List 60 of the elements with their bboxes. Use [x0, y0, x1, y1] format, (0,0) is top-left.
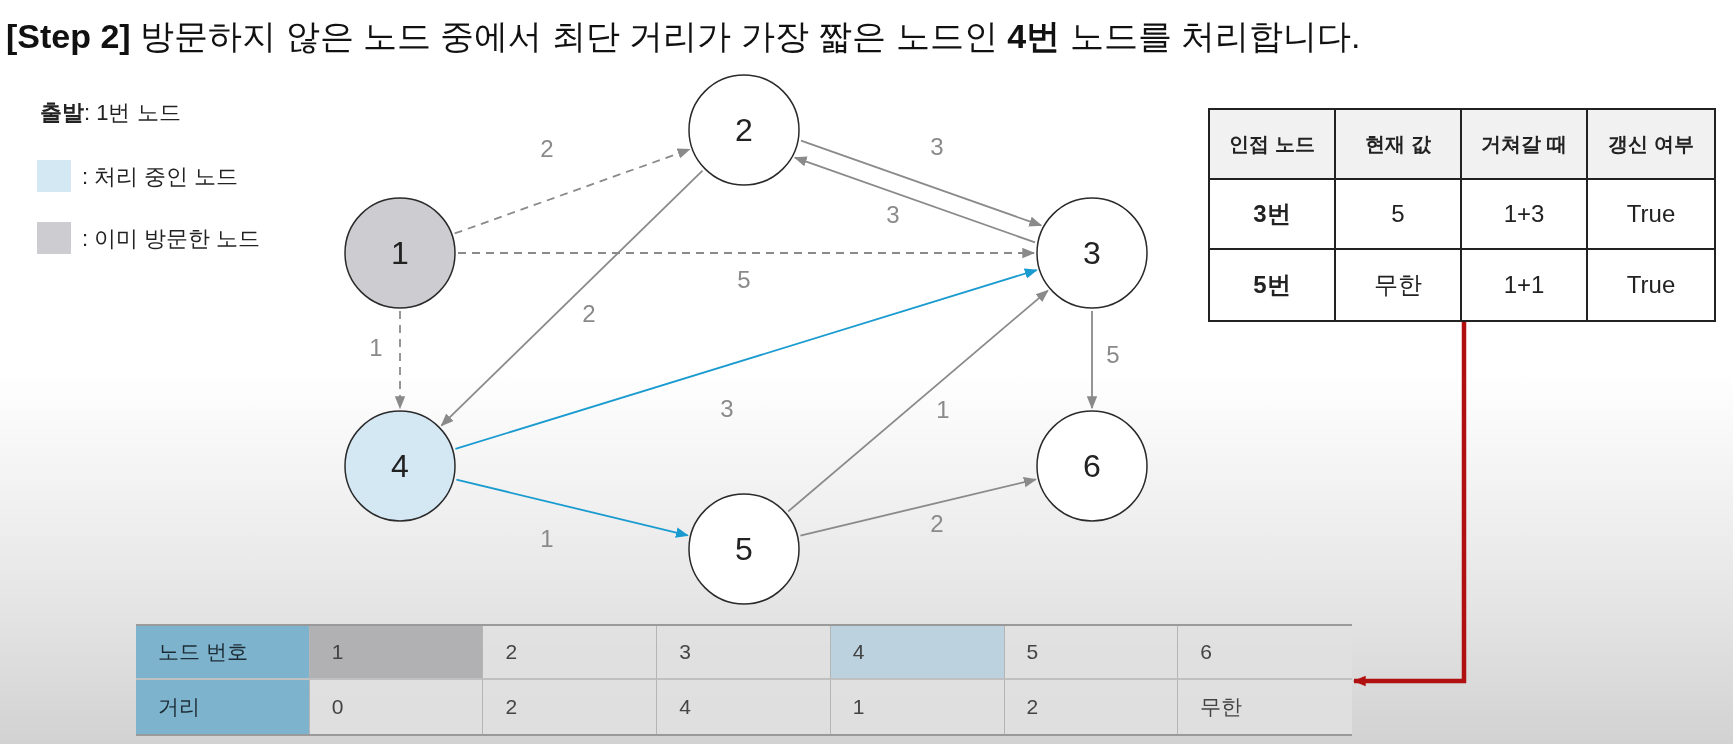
header-cell: 현재 값	[1336, 110, 1462, 180]
table-cell-text: True	[1625, 270, 1677, 300]
table-cell: 2	[1004, 680, 1179, 734]
node-circle: 6	[1036, 410, 1148, 522]
table-cell: 5	[1004, 626, 1179, 680]
arrow	[440, 169, 704, 427]
arrow	[1086, 310, 1098, 410]
table-cell: 2	[483, 680, 658, 734]
arrow	[453, 148, 691, 235]
arrow	[800, 139, 1043, 227]
table-cell: 5	[1336, 180, 1462, 250]
header-cell: 거리	[136, 680, 310, 734]
header-cell: 갱신 여부	[1588, 110, 1714, 180]
header-cell: 인접 노드	[1210, 110, 1336, 180]
title: [Step 2] 방문하지 않은 노드 중에서 최단 거리가 가장 짧은 노드인 4번 노드를 처리합니다.	[6, 16, 1361, 57]
table-cell: 4	[657, 680, 831, 734]
arrow	[799, 477, 1037, 537]
table-cell: True	[1588, 180, 1714, 250]
table-cell: 4	[830, 626, 1005, 680]
edge-label: 2	[930, 510, 944, 538]
edge-label: 5	[1106, 341, 1120, 369]
edge-label: 5	[737, 266, 751, 294]
edge-label: 1	[540, 525, 554, 553]
table-cell: 3번	[1210, 180, 1336, 250]
edge-label: 2	[540, 135, 554, 163]
table-cell: 0	[309, 680, 484, 734]
table-cell: 1+3	[1462, 180, 1588, 250]
edge-label: 1	[936, 396, 950, 424]
data-table	[1208, 108, 1716, 322]
table-cell: 1	[830, 680, 1005, 734]
arrow	[787, 289, 1049, 513]
arrow	[793, 156, 1036, 244]
edge-label: 1	[369, 334, 383, 362]
table-cell-text: 무한	[1199, 694, 1244, 720]
header-cell: 노드 번호	[136, 626, 310, 680]
node-circle: 2	[688, 74, 800, 186]
node-circle: 1	[344, 197, 456, 309]
arrow	[1352, 322, 1467, 687]
legend-label: : 이미 방문한 노드	[82, 225, 261, 253]
node-circle: 4	[344, 410, 456, 522]
table-cell: 무한	[1336, 250, 1462, 320]
node-circle: 3	[1036, 197, 1148, 309]
arrow	[457, 247, 1036, 259]
edge-label: 3	[886, 201, 900, 229]
start-label: 출발: 1번 노드	[40, 99, 181, 127]
node-circle: 5	[688, 493, 800, 605]
table-cell: 1+1	[1462, 250, 1588, 320]
arrow	[455, 478, 689, 538]
edge-label: 2	[582, 300, 596, 328]
edge-label: 3	[930, 133, 944, 161]
header-cell: 거쳐갈 때	[1462, 110, 1588, 180]
table-cell: 1	[309, 626, 484, 680]
data-table	[136, 624, 1352, 736]
legend-label: : 처리 중인 노드	[82, 163, 239, 191]
arrow	[454, 268, 1038, 450]
table-cell: 6	[1178, 626, 1352, 680]
arrow	[394, 310, 406, 410]
edge-label: 3	[720, 395, 734, 423]
table-cell: 5번	[1210, 250, 1336, 320]
table-cell: 2	[483, 626, 658, 680]
